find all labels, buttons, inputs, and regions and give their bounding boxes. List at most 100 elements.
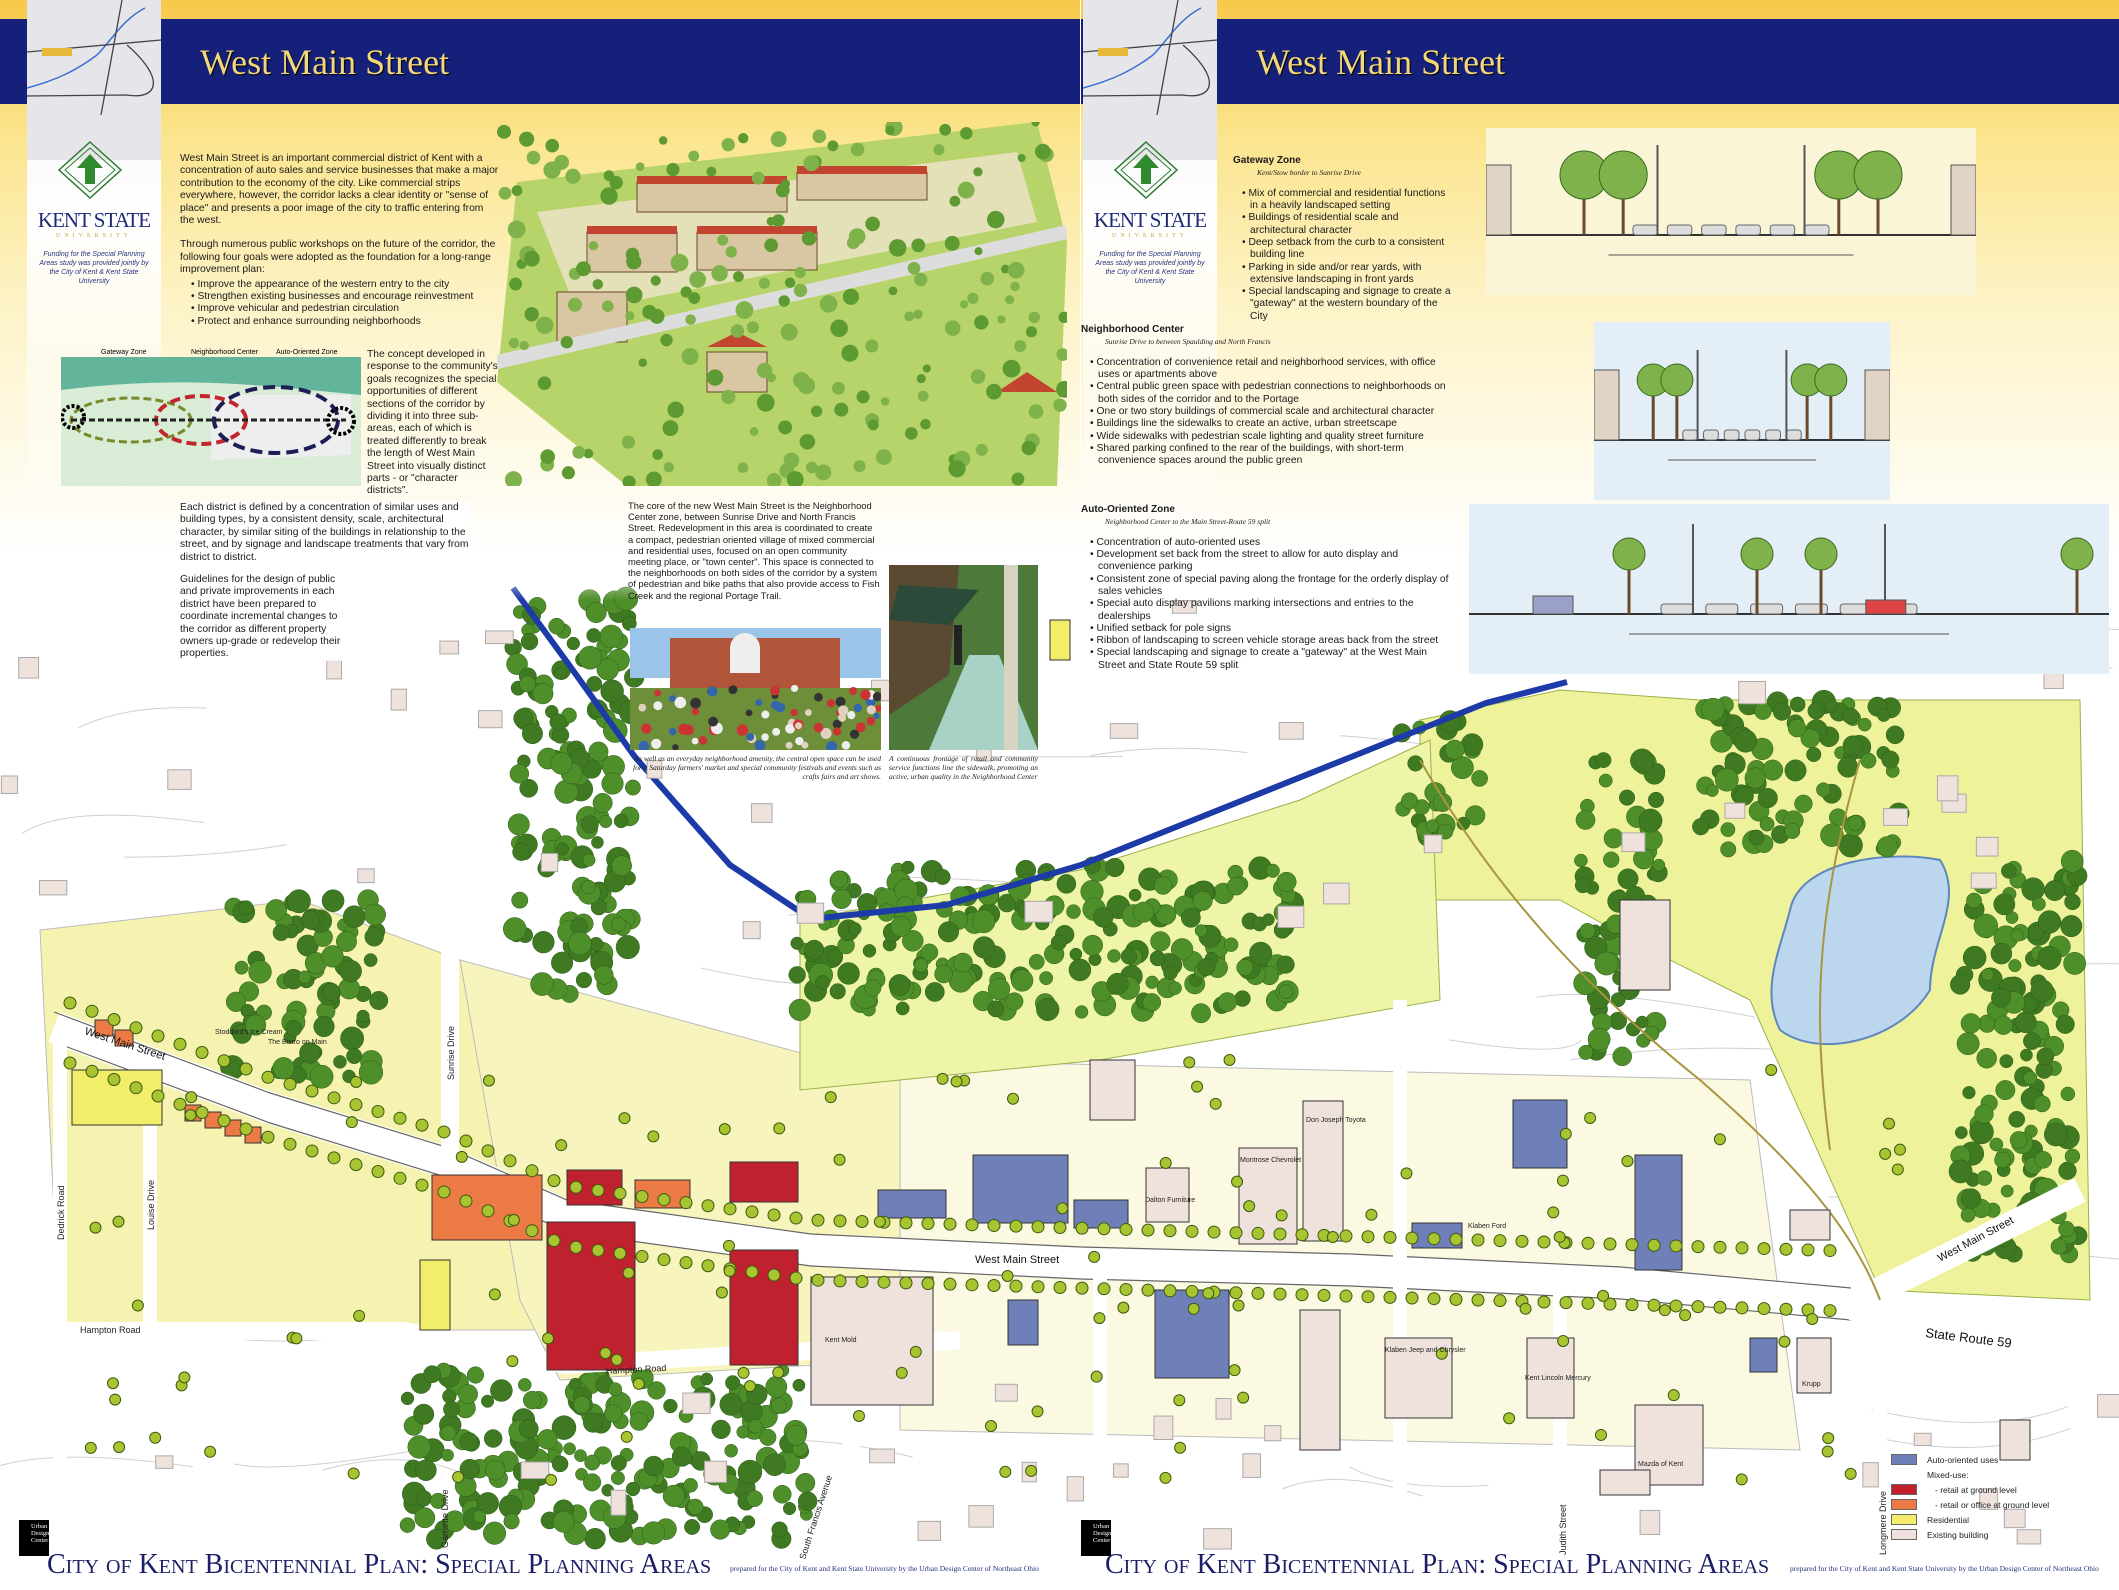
existing-building bbox=[1323, 882, 1350, 905]
forest-tree bbox=[611, 916, 627, 932]
forest-tree bbox=[613, 813, 629, 829]
forest-tree bbox=[554, 667, 567, 680]
rendering-tree bbox=[834, 402, 849, 417]
street-tree bbox=[987, 1218, 1001, 1232]
crowd-person bbox=[838, 705, 849, 716]
state-route-59-road bbox=[1848, 1288, 2084, 1361]
forest-tree bbox=[1028, 954, 1045, 970]
street-tree bbox=[1669, 1239, 1683, 1253]
existing-building bbox=[1112, 1463, 1129, 1478]
rendering-tree bbox=[888, 286, 898, 296]
forest-tree bbox=[1170, 938, 1194, 961]
street-tree bbox=[1713, 1300, 1727, 1314]
tree bbox=[1174, 1441, 1187, 1454]
forest-tree bbox=[1050, 934, 1067, 951]
rendering-tree bbox=[688, 150, 700, 162]
rendering-tree bbox=[1002, 359, 1021, 378]
rendering-tree bbox=[689, 271, 707, 288]
rendering-tree bbox=[504, 471, 523, 486]
forest-tree bbox=[2044, 1122, 2068, 1147]
rendering-tree bbox=[572, 445, 586, 459]
existing-building bbox=[1024, 900, 1054, 923]
tree bbox=[542, 1332, 555, 1345]
forest-tree bbox=[1120, 948, 1138, 965]
tree bbox=[1435, 1347, 1448, 1360]
street-tree bbox=[1823, 1304, 1837, 1318]
street-tree bbox=[1119, 1222, 1133, 1236]
legend-swatch bbox=[1891, 1529, 1917, 1540]
tree bbox=[455, 1150, 468, 1163]
street-tree bbox=[261, 1070, 275, 1084]
contour-line bbox=[21, 814, 204, 834]
street-tree bbox=[657, 1253, 671, 1267]
goal-item: Strengthen existing businesses and encou… bbox=[197, 291, 500, 303]
tree bbox=[185, 1091, 198, 1104]
crowd-person bbox=[873, 712, 880, 720]
legend-item: - retail at ground level bbox=[1891, 1482, 2049, 1497]
forest-tree bbox=[1574, 877, 1591, 894]
rendering-tree bbox=[865, 339, 879, 353]
rendering-tree bbox=[688, 292, 701, 304]
forest-tree bbox=[1575, 810, 1596, 830]
forest-tree bbox=[1573, 971, 1597, 995]
zone-subtitle: Sunrise Drive to between Spaulding and N… bbox=[1105, 337, 1271, 347]
forest-tree bbox=[364, 903, 386, 926]
goal-item: Protect and enhance surrounding neighbor… bbox=[197, 316, 500, 328]
crowd-person bbox=[653, 701, 663, 711]
forest-tree bbox=[1578, 1044, 1594, 1060]
forest-tree bbox=[1962, 1086, 1976, 1100]
rendering-tree bbox=[680, 286, 692, 298]
rendering-tree bbox=[810, 405, 823, 418]
forest-tree bbox=[748, 1419, 763, 1434]
forest-tree bbox=[2010, 928, 2024, 942]
tree bbox=[1001, 1270, 1014, 1283]
section-tree-canopy bbox=[1804, 537, 1838, 571]
existing-building bbox=[1975, 836, 1999, 857]
forest-tree bbox=[830, 870, 848, 889]
street-tree bbox=[1493, 1234, 1507, 1248]
street-tree bbox=[1691, 1240, 1705, 1254]
inset-label-gateway: Gateway Zone bbox=[101, 349, 147, 356]
forest-tree bbox=[1733, 729, 1758, 753]
existing-building bbox=[1278, 722, 1304, 740]
forest-tree bbox=[458, 1384, 478, 1405]
forest-tree bbox=[1236, 959, 1254, 977]
contour-line bbox=[946, 755, 1123, 758]
street-tree bbox=[811, 1273, 825, 1287]
street-tree bbox=[1383, 1230, 1397, 1244]
existing-building bbox=[1979, 1488, 1999, 1510]
forest-tree bbox=[483, 1521, 507, 1545]
legend-item: Residential bbox=[1891, 1512, 2049, 1527]
tree bbox=[1584, 1111, 1597, 1124]
street-tree bbox=[965, 1218, 979, 1232]
street-tree bbox=[239, 1062, 253, 1076]
street-tree bbox=[1339, 1289, 1353, 1303]
forest-tree bbox=[1999, 1054, 2014, 1069]
rendering-tree bbox=[1017, 154, 1026, 163]
tree bbox=[1894, 1143, 1907, 1156]
forest-tree bbox=[441, 1448, 454, 1462]
street-tree bbox=[899, 1276, 913, 1290]
street-tree bbox=[525, 1164, 539, 1178]
rendering-tree bbox=[540, 449, 556, 465]
forest-tree bbox=[507, 813, 530, 836]
street-tree bbox=[173, 1037, 187, 1051]
crowd-person bbox=[668, 727, 677, 736]
forest-tree bbox=[1227, 876, 1246, 896]
legend-label: Residential bbox=[1927, 1514, 1970, 1525]
districts-text: Each district is defined by a concentrat… bbox=[180, 502, 470, 565]
crowd-person bbox=[860, 689, 871, 700]
rendering-tree bbox=[609, 175, 623, 190]
label-mazda: Mazda of Kent bbox=[1638, 1461, 1683, 1468]
tree bbox=[184, 1109, 197, 1122]
forest-tree bbox=[1180, 907, 1201, 928]
tree bbox=[1231, 1175, 1244, 1188]
crowd-person bbox=[745, 709, 753, 717]
label-dedrick-road: Dedrick Road bbox=[56, 1185, 66, 1240]
forest-tree bbox=[1734, 786, 1754, 806]
tree bbox=[452, 1471, 465, 1484]
rendering-tree bbox=[1025, 326, 1038, 338]
contour-line bbox=[124, 844, 287, 858]
forest-tree bbox=[1192, 890, 1213, 911]
forest-tree bbox=[1990, 942, 2013, 965]
